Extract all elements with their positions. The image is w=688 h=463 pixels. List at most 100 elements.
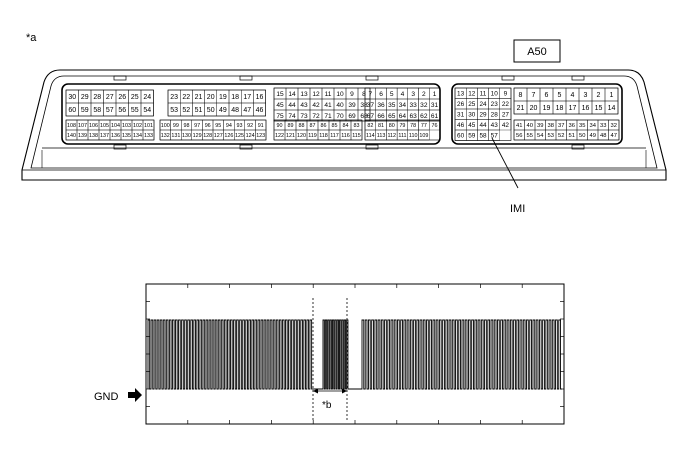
pin-number: 78 <box>410 123 416 129</box>
pin-number: 137 <box>100 133 109 139</box>
pin-number: 17 <box>243 94 251 101</box>
span-arrow <box>313 388 347 394</box>
pin-number: 22 <box>182 94 190 101</box>
pin-number: 53 <box>170 107 178 114</box>
pin-number: 98 <box>184 123 190 129</box>
pin-number: 18 <box>556 105 564 112</box>
pin-number: 99 <box>173 123 179 129</box>
pin-number: 1 <box>433 91 437 98</box>
pin-number: 65 <box>388 113 396 120</box>
pin-number: 5 <box>558 92 562 99</box>
pin-number: 68 <box>360 113 368 120</box>
pin-number: 3 <box>584 92 588 99</box>
pin-number: 50 <box>207 107 215 114</box>
pin-number: 92 <box>247 123 253 129</box>
pin-number: 87 <box>310 123 316 129</box>
pin-number: 49 <box>219 107 227 114</box>
pin-number: 18 <box>231 94 239 101</box>
ground-label: GND <box>94 391 119 403</box>
pin-number: 43 <box>300 102 308 109</box>
pin-number: 73 <box>300 113 308 120</box>
pin-number: 93 <box>237 123 243 129</box>
pin-cell <box>255 129 267 141</box>
pin-number: 1 <box>610 92 614 99</box>
pin-number: 100 <box>161 123 170 129</box>
pin-number: 86 <box>321 123 327 129</box>
pin-number: 69 <box>348 113 356 120</box>
connector-code-box <box>513 39 561 63</box>
pin-number: 108 <box>67 123 76 129</box>
pin-number: 7 <box>532 92 536 99</box>
pin-number: 128 <box>203 133 212 139</box>
pin-number: 61 <box>431 113 439 120</box>
pin-number: 36 <box>377 102 385 109</box>
pin-number: 36 <box>569 123 575 129</box>
pin-number: 4 <box>401 91 405 98</box>
pin-number: 13 <box>457 91 465 98</box>
pin-number: 58 <box>479 133 487 140</box>
pin-number: 62 <box>420 113 428 120</box>
pin-number: 38 <box>360 102 368 109</box>
pin-number: 40 <box>336 102 344 109</box>
pin-number: 32 <box>420 102 428 109</box>
pin-number: 63 <box>409 113 417 120</box>
pin-number: 116 <box>341 133 350 139</box>
pin-cell <box>418 129 430 141</box>
pin-number: 88 <box>299 123 305 129</box>
pin-number: 106 <box>89 123 98 129</box>
pin-number: 21 <box>195 94 203 101</box>
pin-number: 121 <box>286 133 295 139</box>
imi-leader-line <box>491 137 519 189</box>
pin-number: 105 <box>100 123 109 129</box>
pin-number: 38 <box>548 123 554 129</box>
pin-number: 80 <box>389 123 395 129</box>
pin-number: 9 <box>504 91 508 98</box>
pin-number: 66 <box>377 113 385 120</box>
ground-arrow-icon <box>128 388 142 402</box>
pin-number: 26 <box>118 94 126 101</box>
pin-cell <box>142 129 155 141</box>
pin-cell <box>350 129 363 141</box>
pin-number: 125 <box>235 133 244 139</box>
pin-number: 2 <box>597 92 601 99</box>
pin-number: 122 <box>275 133 284 139</box>
pin-number: 14 <box>288 91 296 98</box>
waveform-trace <box>147 319 562 390</box>
pin-number: 37 <box>367 102 375 109</box>
pin-number: 124 <box>246 133 255 139</box>
pin-number: 139 <box>78 133 87 139</box>
pin-number: 129 <box>193 133 202 139</box>
pin-number: 5 <box>390 91 394 98</box>
pin-cell <box>499 119 512 131</box>
pin-number: 51 <box>195 107 203 114</box>
figure-ref-b: *b <box>322 400 332 411</box>
pin-number: 30 <box>68 94 76 101</box>
pin-number: 12 <box>312 91 320 98</box>
pin-number: 44 <box>479 122 487 129</box>
pin-number: 33 <box>409 102 417 109</box>
pin-number: 26 <box>457 101 465 108</box>
pin-number: 25 <box>131 94 139 101</box>
pin-number: 24 <box>143 94 151 101</box>
pin-number: 95 <box>215 123 221 129</box>
pin-number: 10 <box>336 91 344 98</box>
pin-number: 51 <box>569 133 575 139</box>
pin-number: 29 <box>479 112 487 119</box>
pin-number: 101 <box>144 123 153 129</box>
pin-number: 118 <box>319 133 328 139</box>
pin-number: 76 <box>432 123 438 129</box>
pin-number: 119 <box>308 133 317 139</box>
signal-waveform <box>147 319 562 390</box>
pin-number: 30 <box>468 112 476 119</box>
pin-number: 31 <box>457 112 465 119</box>
pin-number: 19 <box>219 94 227 101</box>
figure-ref-a: *a <box>26 32 37 44</box>
pin-number: 60 <box>68 107 76 114</box>
